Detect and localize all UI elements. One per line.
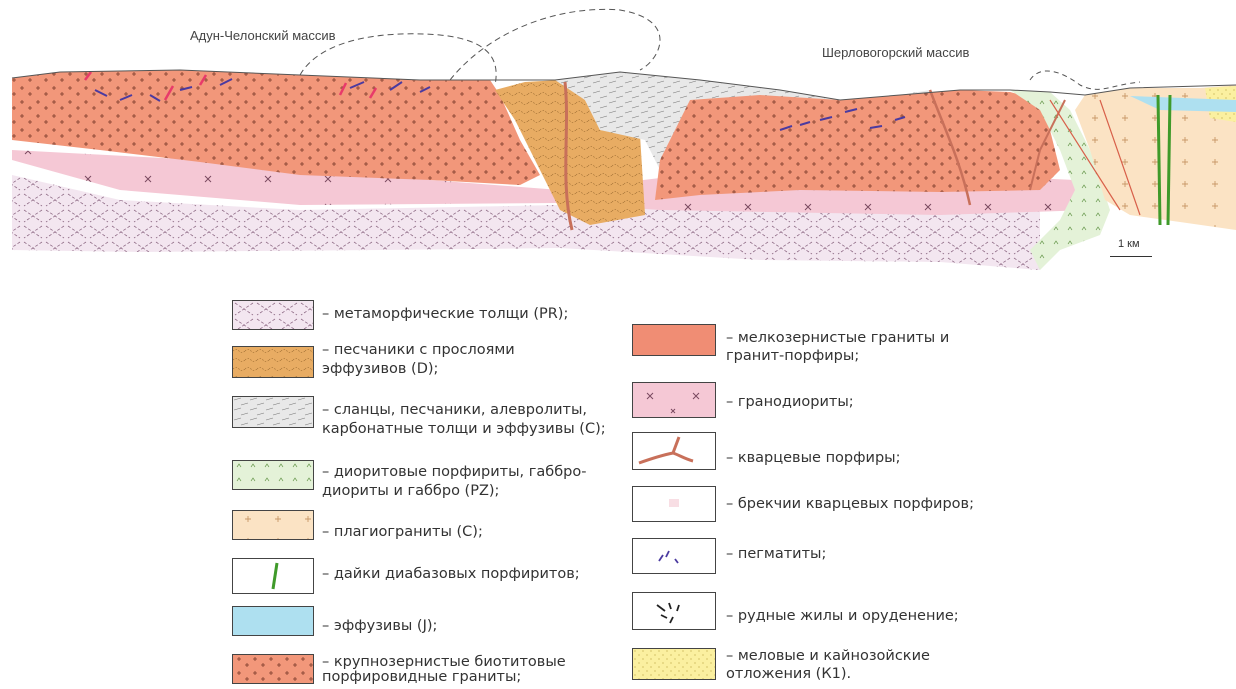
swatch-coarse-granite — [232, 654, 314, 684]
scale-bar — [1110, 256, 1152, 257]
swatch-pegmatite — [632, 538, 716, 574]
swatch-cretaceous — [632, 648, 716, 680]
legend-label-plagiogranite: – плагиограниты (С); — [322, 524, 483, 541]
swatch-plagiogranite — [232, 510, 314, 540]
swatch-sandstone — [232, 346, 314, 378]
swatch-fine-granite — [632, 324, 716, 356]
legend-label-coarse-granite-2: порфировидные граниты; — [322, 669, 521, 686]
swatch-quartz-porphyry — [632, 432, 716, 470]
massif-label-left: Адун-Челонский массив — [190, 28, 336, 43]
legend-label-breccia: – брекчии кварцевых порфиров; — [726, 496, 974, 513]
legend-label-ore: – рудные жилы и оруденение; — [726, 608, 959, 625]
legend-label-metamorphic: – метаморфические толщи (PR); — [322, 306, 568, 323]
legend-label-sandstone-1: – песчаники с прослоями — [322, 342, 515, 359]
swatch-shale — [232, 396, 314, 428]
legend-label-diorite-1: – диоритовые порфириты, габбро- — [322, 464, 586, 481]
swatch-granodiorite — [632, 382, 716, 418]
geological-cross-section — [0, 0, 1236, 280]
swatch-breccia — [632, 486, 716, 522]
swatch-diabase — [232, 558, 314, 594]
legend-label-effusive: – эффузивы (J); — [322, 618, 437, 635]
legend-label-diorite-2: диориты и габбро (PZ); — [322, 483, 499, 500]
legend-label-cretaceous-2: отложения (К1). — [726, 666, 851, 683]
legend-label-sandstone-2: эффузивов (D); — [322, 361, 438, 378]
swatch-effusive — [232, 606, 314, 636]
legend-label-cretaceous-1: – меловые и кайнозойские — [726, 648, 930, 665]
massif-label-right: Шерловогорский массив — [822, 45, 969, 60]
legend-label-fine-granite-1: – мелкозернистые граниты и — [726, 330, 949, 347]
diabase-dyke-2 — [1168, 95, 1170, 225]
legend-label-shale-2: карбонатные толщи и эффузивы (С); — [322, 421, 606, 438]
swatch-diorite — [232, 460, 314, 490]
legend-label-quartz-porphyry: – кварцевые порфиры; — [726, 450, 900, 467]
swatch-metamorphic — [232, 300, 314, 330]
legend-label-fine-granite-2: гранит-порфиры; — [726, 348, 859, 365]
swatch-ore — [632, 592, 716, 630]
diabase-dyke-1 — [1158, 95, 1160, 225]
legend-label-granodiorite: – гранодиориты; — [726, 394, 854, 411]
legend-label-pegmatite: – пегматиты; — [726, 546, 826, 563]
legend-label-shale-1: – сланцы, песчаники, алевролиты, — [322, 402, 587, 419]
legend-label-diabase: – дайки диабазовых порфиритов; — [322, 566, 580, 583]
scale-label: 1 км — [1118, 238, 1140, 250]
